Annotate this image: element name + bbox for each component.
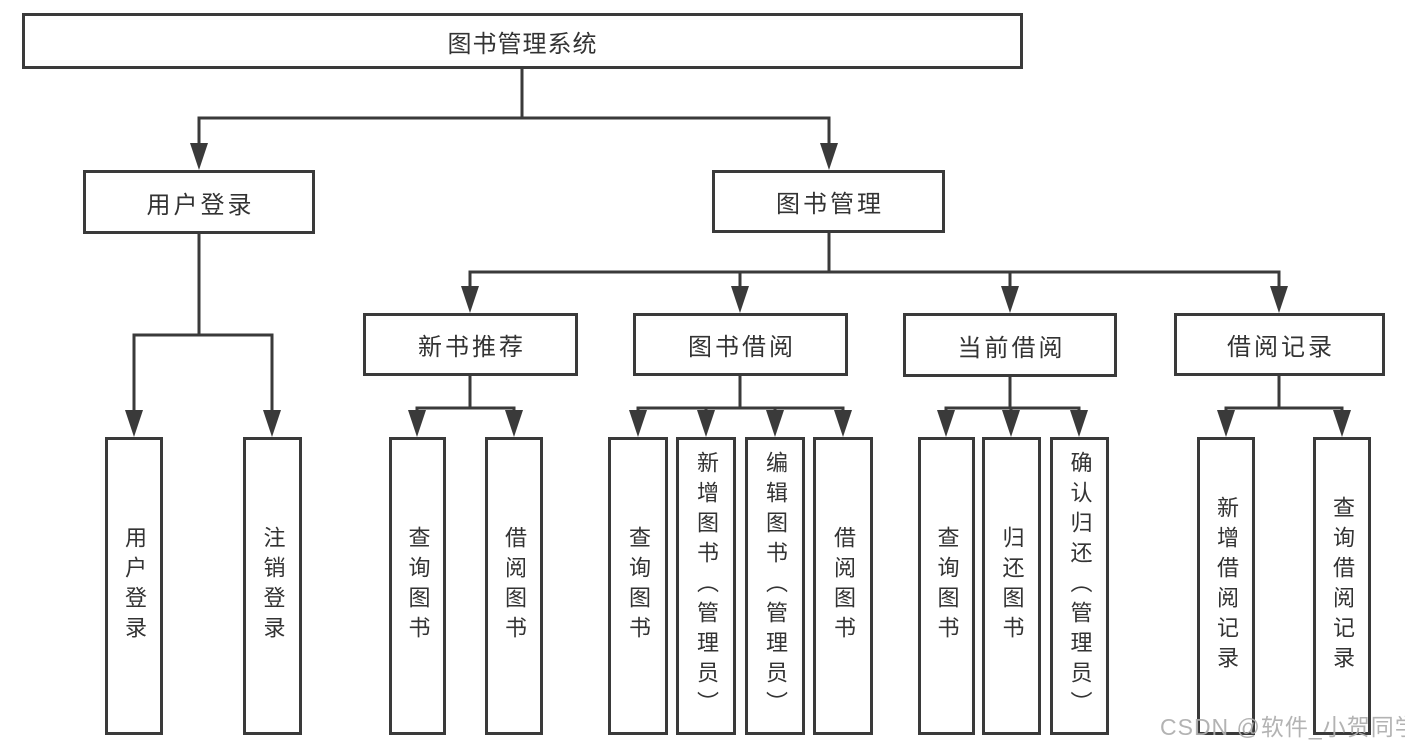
leaf-label: 确认归还（管理员） <box>1067 451 1093 721</box>
node-label: 图书管理 <box>776 191 884 218</box>
leaf-label: 用户登录 <box>122 526 147 646</box>
leaf-user-login: 用户登录 <box>105 437 163 735</box>
node-current-borrow: 当前借阅 <box>903 313 1117 377</box>
leaf-borrow-books-newbook: 借阅图书 <box>485 437 543 735</box>
leaf-label: 借阅图书 <box>831 526 856 646</box>
node-label: 当前借阅 <box>957 334 1066 362</box>
node-new-book-recommend: 新书推荐 <box>363 313 578 376</box>
leaf-borrow-books-borrow: 借阅图书 <box>813 437 873 735</box>
leaf-edit-book-admin: 编辑图书（管理员） <box>745 437 805 735</box>
leaf-label: 注销登录 <box>260 526 286 646</box>
leaf-label: 归还图书 <box>999 526 1025 646</box>
node-label: 新书推荐 <box>418 334 526 361</box>
node-label: 借阅记录 <box>1227 334 1335 361</box>
leaf-query-books-newbook: 查询图书 <box>389 437 446 735</box>
leaf-query-borrow-record: 查询借阅记录 <box>1313 437 1371 735</box>
node-book-management: 图书管理 <box>712 170 945 233</box>
leaf-label: 编辑图书（管理员） <box>763 451 788 721</box>
node-book-borrow: 图书借阅 <box>633 313 848 376</box>
node-root-label: 图书管理系统 <box>447 30 598 58</box>
leaf-label: 借阅图书 <box>502 526 527 646</box>
leaf-label: 新增借阅记录 <box>1214 496 1239 676</box>
leaf-query-books-borrow: 查询图书 <box>608 437 668 735</box>
leaf-add-borrow-record: 新增借阅记录 <box>1197 437 1255 735</box>
leaf-label: 查询图书 <box>405 526 431 646</box>
leaf-label: 查询图书 <box>934 526 960 646</box>
leaf-add-book-admin: 新增图书（管理员） <box>676 437 736 735</box>
leaf-logout: 注销登录 <box>243 437 302 735</box>
leaf-confirm-return-admin: 确认归还（管理员） <box>1050 437 1109 735</box>
node-label: 用户登录 <box>146 191 255 219</box>
node-user-login: 用户登录 <box>83 170 315 234</box>
node-root: 图书管理系统 <box>22 13 1023 69</box>
node-borrow-records: 借阅记录 <box>1174 313 1385 376</box>
leaf-label: 新增图书（管理员） <box>694 451 719 721</box>
leaf-label: 查询借阅记录 <box>1330 496 1355 676</box>
watermark: CSDN @软件_小贺同学 <box>1160 714 1405 740</box>
node-label: 图书借阅 <box>688 334 796 361</box>
leaf-query-books-current: 查询图书 <box>918 437 975 735</box>
leaf-label: 查询图书 <box>626 526 651 646</box>
leaf-return-book: 归还图书 <box>982 437 1041 735</box>
